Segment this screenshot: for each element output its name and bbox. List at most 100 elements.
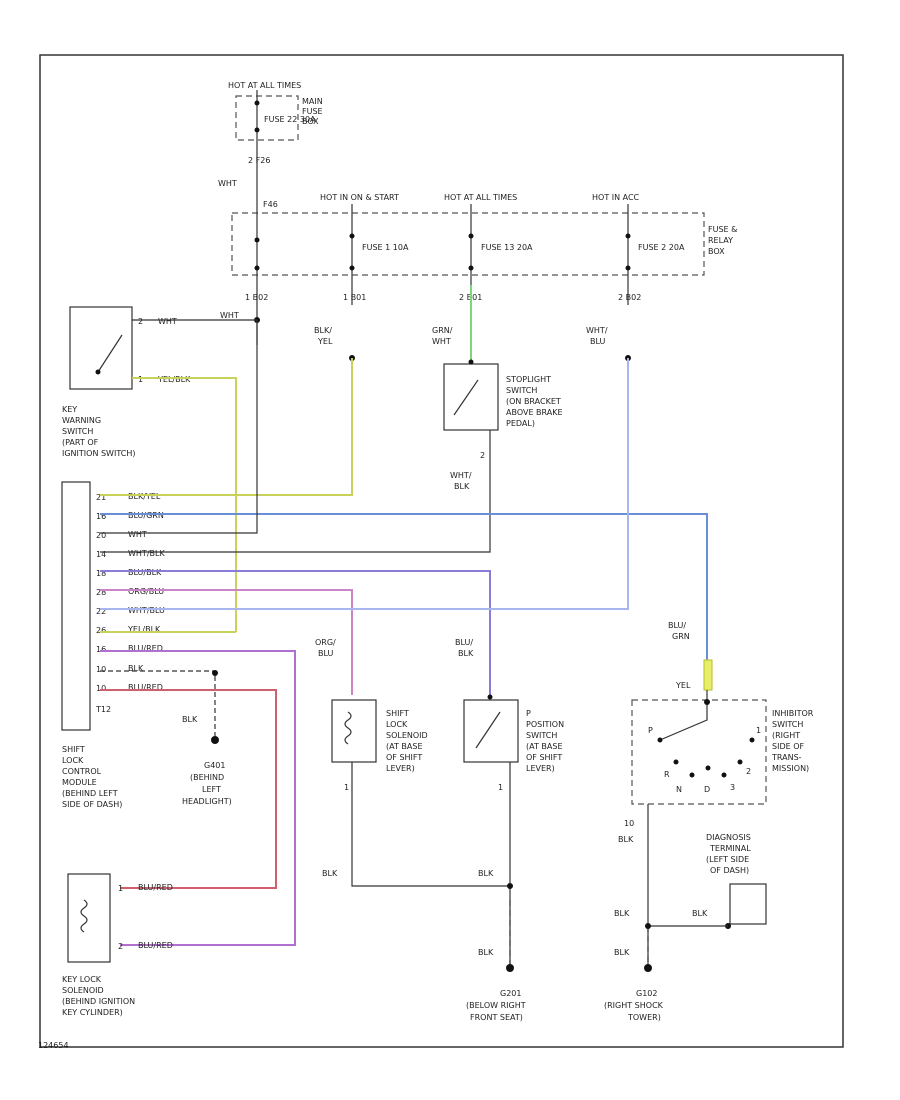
key-switch-pin-1: 1 bbox=[138, 375, 143, 384]
ground-g201: BLK G201 (BELOW RIGHT FRONT SEAT) bbox=[466, 883, 526, 1022]
shift-lock-solenoid: ORG/ BLU SHIFT LOCK SOLENOID (AT BASE OF… bbox=[315, 638, 428, 878]
g102-title-3: TOWER) bbox=[627, 1013, 661, 1022]
ground-g102: BLK G102 (RIGHT SHOCK TOWER) bbox=[604, 923, 664, 1022]
key-lock-title-3: (BEHIND IGNITION bbox=[62, 997, 135, 1006]
solenoid-wire-top-a: ORG/ bbox=[315, 638, 336, 647]
relay-fuse-1: FUSE 1 10A bbox=[362, 243, 409, 252]
diag-title-2: TERMINAL bbox=[709, 844, 751, 853]
ppos-wire-top-b: BLK bbox=[458, 649, 474, 658]
main-fuse-box-label-1: MAIN bbox=[302, 97, 323, 106]
stoplight-title-1: STOPLIGHT bbox=[506, 375, 551, 384]
figure-id: 124654 bbox=[38, 1041, 69, 1050]
stoplight-title-3: (ON BRACKET bbox=[506, 397, 561, 406]
inhibitor-switch: BLU/ GRN YEL P R N D 3 2 1 INHIBITOR SWI… bbox=[618, 621, 814, 844]
solenoid-title-1: SHIFT bbox=[386, 709, 409, 718]
key-lock-coil bbox=[80, 899, 88, 933]
module-connector: T12 bbox=[95, 705, 111, 714]
wire-wht bbox=[100, 320, 258, 534]
module-wire-3: WHT bbox=[128, 530, 147, 539]
wire-blk-yel bbox=[100, 358, 353, 496]
ppos-node-top bbox=[487, 694, 493, 700]
inhibitor-title-2: SWITCH bbox=[772, 720, 803, 729]
g102-ground bbox=[644, 964, 652, 972]
solenoid-title-3: SOLENOID bbox=[386, 731, 428, 740]
module-title-3: CONTROL bbox=[62, 767, 102, 776]
g201-ground bbox=[506, 964, 514, 972]
main-fuse-box: HOT AT ALL TIMES MAIN FUSE BOX FUSE 22 3… bbox=[218, 81, 323, 200]
stoplight-wire-top-a: GRN/ bbox=[432, 326, 453, 335]
main-fuse-hot-label: HOT AT ALL TIMES bbox=[228, 81, 301, 90]
inhibitor-wire-bottom: BLK bbox=[618, 835, 634, 844]
relay-bottom-conn-1: 1 B02 bbox=[245, 293, 268, 302]
ppos-pin: 1 bbox=[498, 783, 503, 792]
inhibitor-pos-n-dot bbox=[689, 772, 695, 778]
inhibitor-connector-swatch bbox=[703, 659, 713, 691]
key-lock-solenoid: 1 2 BLU/RED BLU/RED KEY LOCK SOLENOID (B… bbox=[62, 873, 173, 1017]
solenoid-title-2: LOCK bbox=[386, 720, 408, 729]
module-wire-7: WHT/BLU bbox=[128, 606, 165, 615]
module-wire-2: BLU/GRN bbox=[128, 511, 164, 520]
ppos-title-4: (AT BASE bbox=[526, 742, 563, 751]
key-lock-title-2: SOLENOID bbox=[62, 986, 104, 995]
wire-blu-red-2 bbox=[100, 689, 277, 889]
main-fuse-outline bbox=[235, 95, 299, 141]
relay-hot-label-1: HOT IN ON & START bbox=[320, 193, 399, 202]
g401-title-1: G401 bbox=[204, 761, 225, 770]
diagnosis-terminal: DIAGNOSIS TERMINAL (LEFT SIDE OF DASH) B… bbox=[614, 833, 767, 929]
module-title-6: SIDE OF DASH) bbox=[62, 800, 122, 809]
stoplight-switch: GRN/ WHT STOPLIGHT SWITCH (ON BRACKET AB… bbox=[432, 285, 563, 491]
ppos-title-5: OF SHIFT bbox=[526, 753, 562, 762]
main-fuse-wire-below: WHT bbox=[218, 179, 237, 188]
relay-node-2a bbox=[349, 233, 355, 239]
module-pin-8: 26 bbox=[96, 626, 106, 635]
g102-wire: BLK bbox=[614, 948, 630, 957]
diag-title-3: (LEFT SIDE bbox=[706, 855, 749, 864]
inhibitor-title-5: TRANS- bbox=[771, 753, 802, 762]
module-wire-4: WHT/BLK bbox=[128, 549, 165, 558]
inhibitor-pos-r-dot bbox=[673, 759, 679, 765]
key-switch-wire-1: YEL/BLK bbox=[157, 375, 191, 384]
module-pin-10: 10 bbox=[96, 665, 106, 674]
inhibitor-wire-top-a: BLU/ bbox=[668, 621, 686, 630]
relay-box-label-2: RELAY bbox=[708, 236, 733, 245]
ppos-box bbox=[463, 699, 519, 763]
wire-blu-red-1 bbox=[100, 650, 296, 946]
diagram-frame bbox=[39, 54, 844, 1048]
inhibitor-pos-3: 3 bbox=[730, 783, 735, 792]
key-switch-pivot bbox=[95, 369, 101, 375]
module-pin-3: 20 bbox=[96, 531, 106, 540]
g401-title-2: (BEHIND bbox=[190, 773, 224, 782]
module-wire-10: BLK bbox=[128, 664, 144, 673]
inhibitor-pos-d-dot bbox=[705, 765, 711, 771]
solenoid-box bbox=[331, 699, 377, 763]
key-switch-yel-blk-wire bbox=[132, 377, 237, 632]
relay-bottom-conn-4: 2 B02 bbox=[618, 293, 641, 302]
inhibitor-pos-d: D bbox=[704, 785, 710, 794]
inhibitor-title-6: MISSION) bbox=[772, 764, 809, 773]
inhibitor-title-3: (RIGHT bbox=[772, 731, 800, 740]
module-wire-6: ORG/BLU bbox=[128, 587, 164, 596]
relay-out-1-label: WHT bbox=[220, 311, 239, 320]
stoplight-node-top bbox=[468, 359, 474, 365]
module-pin-2: 16 bbox=[96, 512, 106, 521]
inhibitor-pos-p-dot bbox=[657, 737, 663, 743]
relay-node-4a bbox=[625, 233, 631, 239]
g102-splice bbox=[645, 923, 651, 929]
ppos-title-6: LEVER) bbox=[526, 764, 555, 773]
module-pin-11: 10 bbox=[96, 684, 106, 693]
inhibitor-pos-r: R bbox=[664, 770, 670, 779]
module-pin-7: 22 bbox=[96, 607, 106, 616]
key-warning-switch: 2 1 WHT YEL/BLK KEY WARNING SWITCH (PART… bbox=[62, 306, 191, 458]
relay-fuse-3: FUSE 2 20A bbox=[638, 243, 685, 252]
key-lock-pin-1: 1 bbox=[118, 884, 123, 893]
diag-title-1: DIAGNOSIS bbox=[706, 833, 751, 842]
inhibitor-pos-3-dot bbox=[721, 772, 727, 778]
module-pin-6: 28 bbox=[96, 588, 106, 597]
diag-wire: BLK bbox=[692, 909, 708, 918]
solenoid-title-5: OF SHIFT bbox=[386, 753, 422, 762]
solenoid-wire-top-b: BLU bbox=[318, 649, 334, 658]
relay-node-3b bbox=[468, 265, 474, 271]
inhibitor-title-1: INHIBITOR bbox=[772, 709, 814, 718]
main-fuse-node-bottom bbox=[254, 127, 260, 133]
relay-out-2-label-a: BLK/ bbox=[314, 326, 332, 335]
